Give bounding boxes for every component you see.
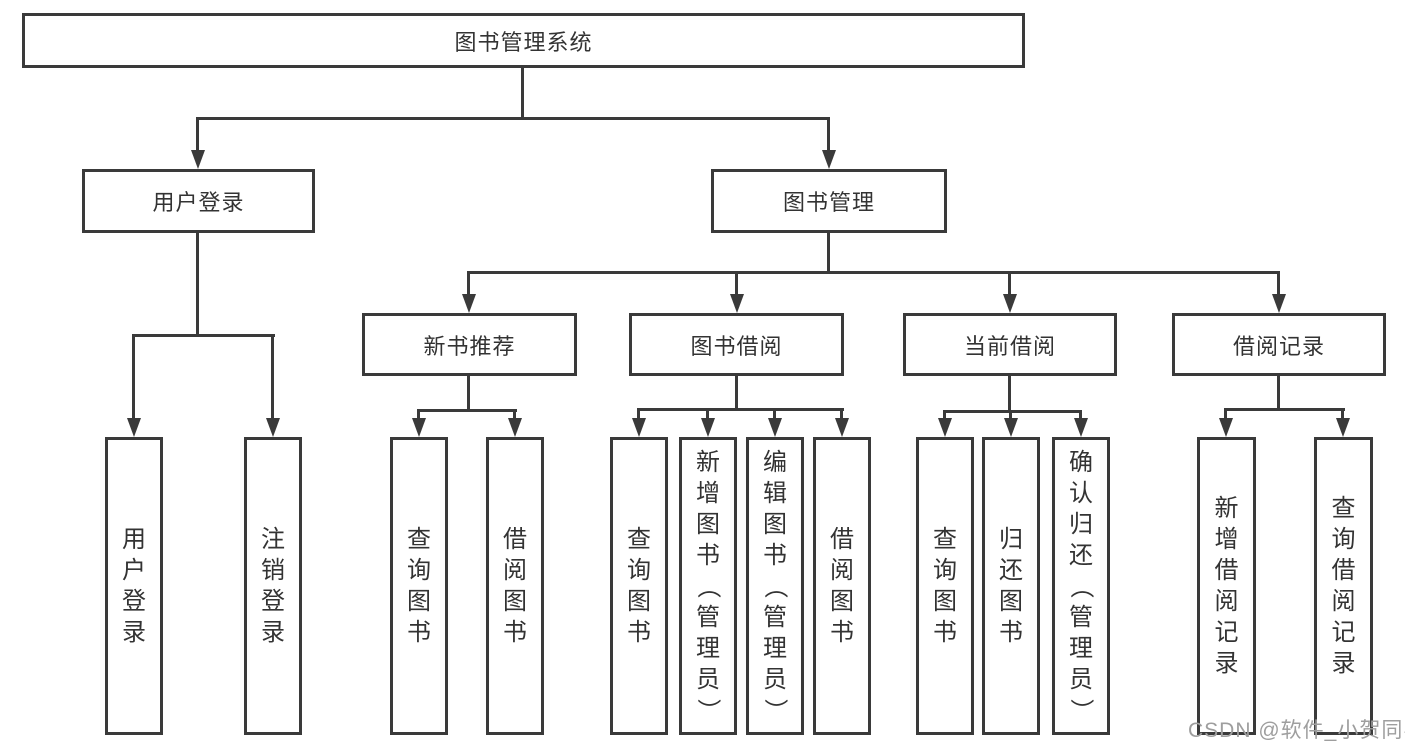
connector-drop-confirm-return-admin (1079, 410, 1082, 422)
leaf-query-books-2: 查询图书 (610, 437, 668, 735)
leaf-query-books-1: 查询图书 (390, 437, 448, 735)
arrowhead-query-books-3 (938, 418, 952, 437)
leaf-query-books-1-label: 查询图书 (407, 526, 431, 646)
leaf-query-books-3: 查询图书 (916, 437, 974, 735)
leaf-user-login: 用户登录 (105, 437, 163, 735)
node-library-management-system: 图书管理系统 (22, 13, 1025, 68)
connector-drop-new-book-recommendation (467, 271, 470, 299)
node-current-borrowing-label: 当前借阅 (963, 333, 1056, 359)
leaf-confirm-return-admin-label: 确认归还（管理员） (1067, 448, 1095, 723)
connector-br-stem (1277, 376, 1280, 411)
leaf-add-borrow-record: 新增借阅记录 (1197, 437, 1256, 735)
node-new-book-recommendation-label: 新书推荐 (423, 333, 516, 359)
connector-cb-stem (1008, 376, 1011, 413)
connector-user-login-horizontal (132, 334, 275, 337)
arrowhead-new-book-recommendation (462, 294, 476, 313)
arrowhead-book-borrowing (730, 294, 744, 313)
connector-drop-edit-books-admin (773, 408, 776, 422)
arrowhead-logout (266, 418, 280, 437)
leaf-borrow-books-1: 借阅图书 (486, 437, 544, 735)
arrowhead-borrowing-records (1272, 294, 1286, 313)
leaf-add-borrow-record-label: 新增借阅记录 (1214, 495, 1239, 677)
node-borrowing-records: 借阅记录 (1172, 313, 1386, 376)
node-book-management-label: 图书管理 (782, 190, 875, 215)
connector-drop-user-login (196, 117, 199, 153)
leaf-confirm-return-admin: 确认归还（管理员） (1052, 437, 1110, 735)
connector-bb-stem (735, 376, 738, 411)
connector-nbr-stem (467, 376, 470, 412)
leaf-return-books-label: 归还图书 (999, 526, 1023, 646)
leaf-query-books-3-label: 查询图书 (933, 526, 957, 646)
node-user-login-label: 用户登录 (152, 190, 245, 215)
connector-br-horizontal (1224, 408, 1345, 411)
leaf-borrow-books-1-label: 借阅图书 (503, 526, 527, 646)
connector-user-login-stem (196, 233, 199, 337)
node-user-login: 用户登录 (82, 169, 315, 233)
arrowhead-current-borrowing (1003, 294, 1017, 313)
node-library-management-system-label: 图书管理系统 (454, 29, 593, 55)
arrowhead-confirm-return-admin (1074, 418, 1088, 437)
leaf-user-login-label: 用户登录 (122, 526, 146, 646)
leaf-query-borrow-record: 查询借阅记录 (1314, 437, 1373, 735)
connector-drop-book-borrowing (735, 271, 738, 299)
arrowhead-borrow-books-1 (508, 418, 522, 437)
connector-drop-add-books-admin (706, 408, 709, 422)
connector-drop-add-borrow-record (1224, 408, 1227, 422)
leaf-query-books-2-label: 查询图书 (627, 526, 651, 646)
node-book-borrowing-label: 图书借阅 (690, 333, 783, 359)
connector-bb-horizontal (637, 408, 844, 411)
connector-drop-borrow-books-1 (513, 409, 516, 422)
connector-drop-query-books-3 (943, 410, 946, 422)
connector-drop-query-books-1 (417, 409, 420, 422)
arrowhead-borrow-books-2 (835, 418, 849, 437)
leaf-add-books-admin: 新增图书（管理员） (679, 437, 737, 735)
connector-drop-query-borrow-record (1341, 408, 1344, 422)
leaf-logout-label: 注销登录 (261, 526, 285, 646)
node-borrowing-records-label: 借阅记录 (1232, 333, 1325, 359)
arrowhead-book-management (822, 150, 836, 169)
leaf-add-books-admin-label: 新增图书（管理员） (694, 448, 722, 723)
leaf-query-borrow-record-label: 查询借阅记录 (1331, 495, 1356, 677)
connector-drop-query-books-2 (637, 408, 640, 422)
leaf-return-books: 归还图书 (982, 437, 1040, 735)
leaf-edit-books-admin-label: 编辑图书（管理员） (761, 448, 789, 723)
arrowhead-user-login (191, 150, 205, 169)
connector-cb-horizontal (943, 410, 1082, 413)
connector-drop-borrow-books-2 (840, 408, 843, 422)
connector-drop-user-login-leaf (132, 334, 135, 422)
leaf-borrow-books-2-label: 借阅图书 (830, 526, 854, 646)
arrowhead-query-books-1 (412, 418, 426, 437)
connector-book-management-stem (827, 233, 830, 274)
arrowhead-edit-books-admin (768, 418, 782, 437)
connector-drop-logout (271, 334, 274, 422)
connector-root-horizontal (196, 117, 830, 120)
leaf-edit-books-admin: 编辑图书（管理员） (746, 437, 804, 735)
node-book-borrowing: 图书借阅 (629, 313, 844, 376)
arrowhead-query-borrow-record (1336, 418, 1350, 437)
node-book-management: 图书管理 (711, 169, 947, 233)
arrowhead-add-books-admin (701, 418, 715, 437)
connector-drop-book-management (827, 117, 830, 153)
arrowhead-return-books (1004, 418, 1018, 437)
connector-drop-borrowing-records (1277, 271, 1280, 299)
node-current-borrowing: 当前借阅 (903, 313, 1117, 376)
csdn-watermark: CSDN @软件_小贺同学 (1188, 719, 1405, 742)
connector-drop-current-borrowing (1008, 271, 1011, 299)
node-new-book-recommendation: 新书推荐 (362, 313, 577, 376)
arrowhead-add-borrow-record (1219, 418, 1233, 437)
connector-nbr-horizontal (417, 409, 517, 412)
connector-root-stem (521, 68, 524, 120)
connector-drop-return-books (1009, 410, 1012, 422)
connector-book-management-horizontal (467, 271, 1280, 274)
arrowhead-user-login-leaf (127, 418, 141, 437)
arrowhead-query-books-2 (632, 418, 646, 437)
leaf-borrow-books-2: 借阅图书 (813, 437, 871, 735)
leaf-logout: 注销登录 (244, 437, 302, 735)
